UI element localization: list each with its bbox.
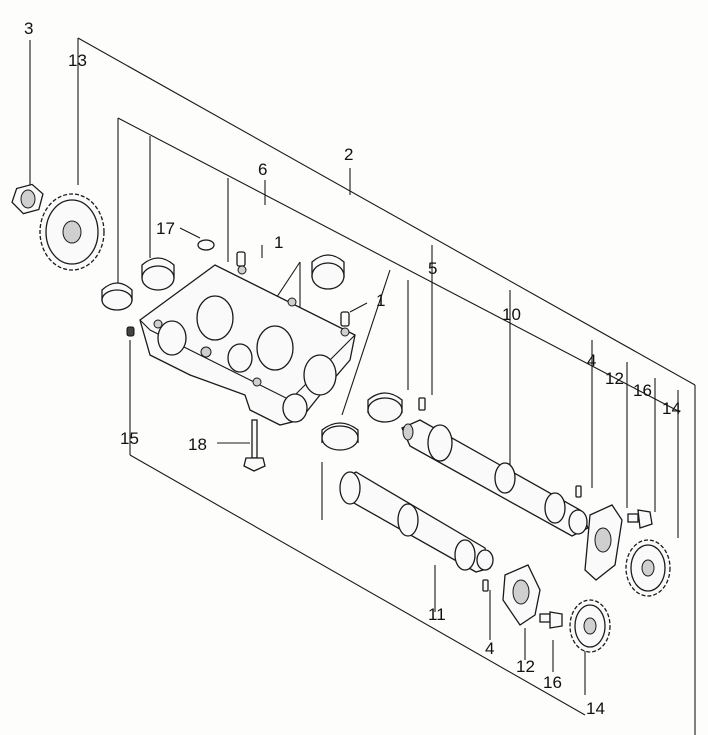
gear-part-14 <box>569 599 611 653</box>
bearing-shell <box>141 257 175 291</box>
callout-3: 3 <box>24 19 33 38</box>
callout-labels: 3 13 2 6 17 1 1 5 10 4 12 16 14 15 18 11… <box>24 19 681 718</box>
bolt-part-18 <box>243 419 266 472</box>
callout-15: 15 <box>120 429 139 448</box>
bolt-part-16 <box>539 611 563 629</box>
callout-11: 11 <box>428 605 446 624</box>
callout-1: 1 <box>376 291 385 310</box>
dowel-pin-part-1 <box>340 311 350 327</box>
bearing-shell <box>311 254 345 290</box>
callout-4: 4 <box>485 639 494 658</box>
callout-6: 6 <box>258 160 267 179</box>
plate-part-12 <box>502 564 541 626</box>
callout-13: 13 <box>68 51 87 70</box>
bolt-part-16 <box>627 509 653 529</box>
bearing-shell <box>101 282 133 311</box>
dowel-pin-part-1 <box>236 251 246 267</box>
callout-1: 1 <box>274 233 283 252</box>
balancer-shaft-part-11 <box>339 471 494 573</box>
callout-17: 17 <box>156 219 175 238</box>
balancer-housing-part-6 <box>139 264 356 426</box>
callout-18: 18 <box>188 435 207 454</box>
callout-12: 12 <box>605 369 624 388</box>
nut-part-3 <box>11 183 44 215</box>
leader-lines <box>29 37 696 735</box>
key-part-5 <box>418 397 426 411</box>
bearing-shell <box>367 392 403 423</box>
key-part-4 <box>575 485 582 498</box>
callout-2: 2 <box>344 145 353 164</box>
callout-10: 10 <box>502 305 521 324</box>
balancer-shaft-part-10 <box>401 419 589 537</box>
plate-part-12 <box>584 504 623 581</box>
bearing-shell <box>321 422 359 451</box>
callout-5: 5 <box>428 259 437 278</box>
gear-part-14 <box>625 539 671 597</box>
callout-16: 16 <box>633 381 652 400</box>
callout-14: 14 <box>586 699 605 718</box>
plug-part-15 <box>126 326 135 337</box>
callout-14: 14 <box>662 399 681 418</box>
callout-4: 4 <box>587 351 596 370</box>
gear-part-13 <box>39 193 105 271</box>
key-part-4 <box>482 579 489 592</box>
callout-16: 16 <box>543 673 562 692</box>
o-ring-part-17 <box>197 239 215 251</box>
callout-12: 12 <box>516 657 535 676</box>
